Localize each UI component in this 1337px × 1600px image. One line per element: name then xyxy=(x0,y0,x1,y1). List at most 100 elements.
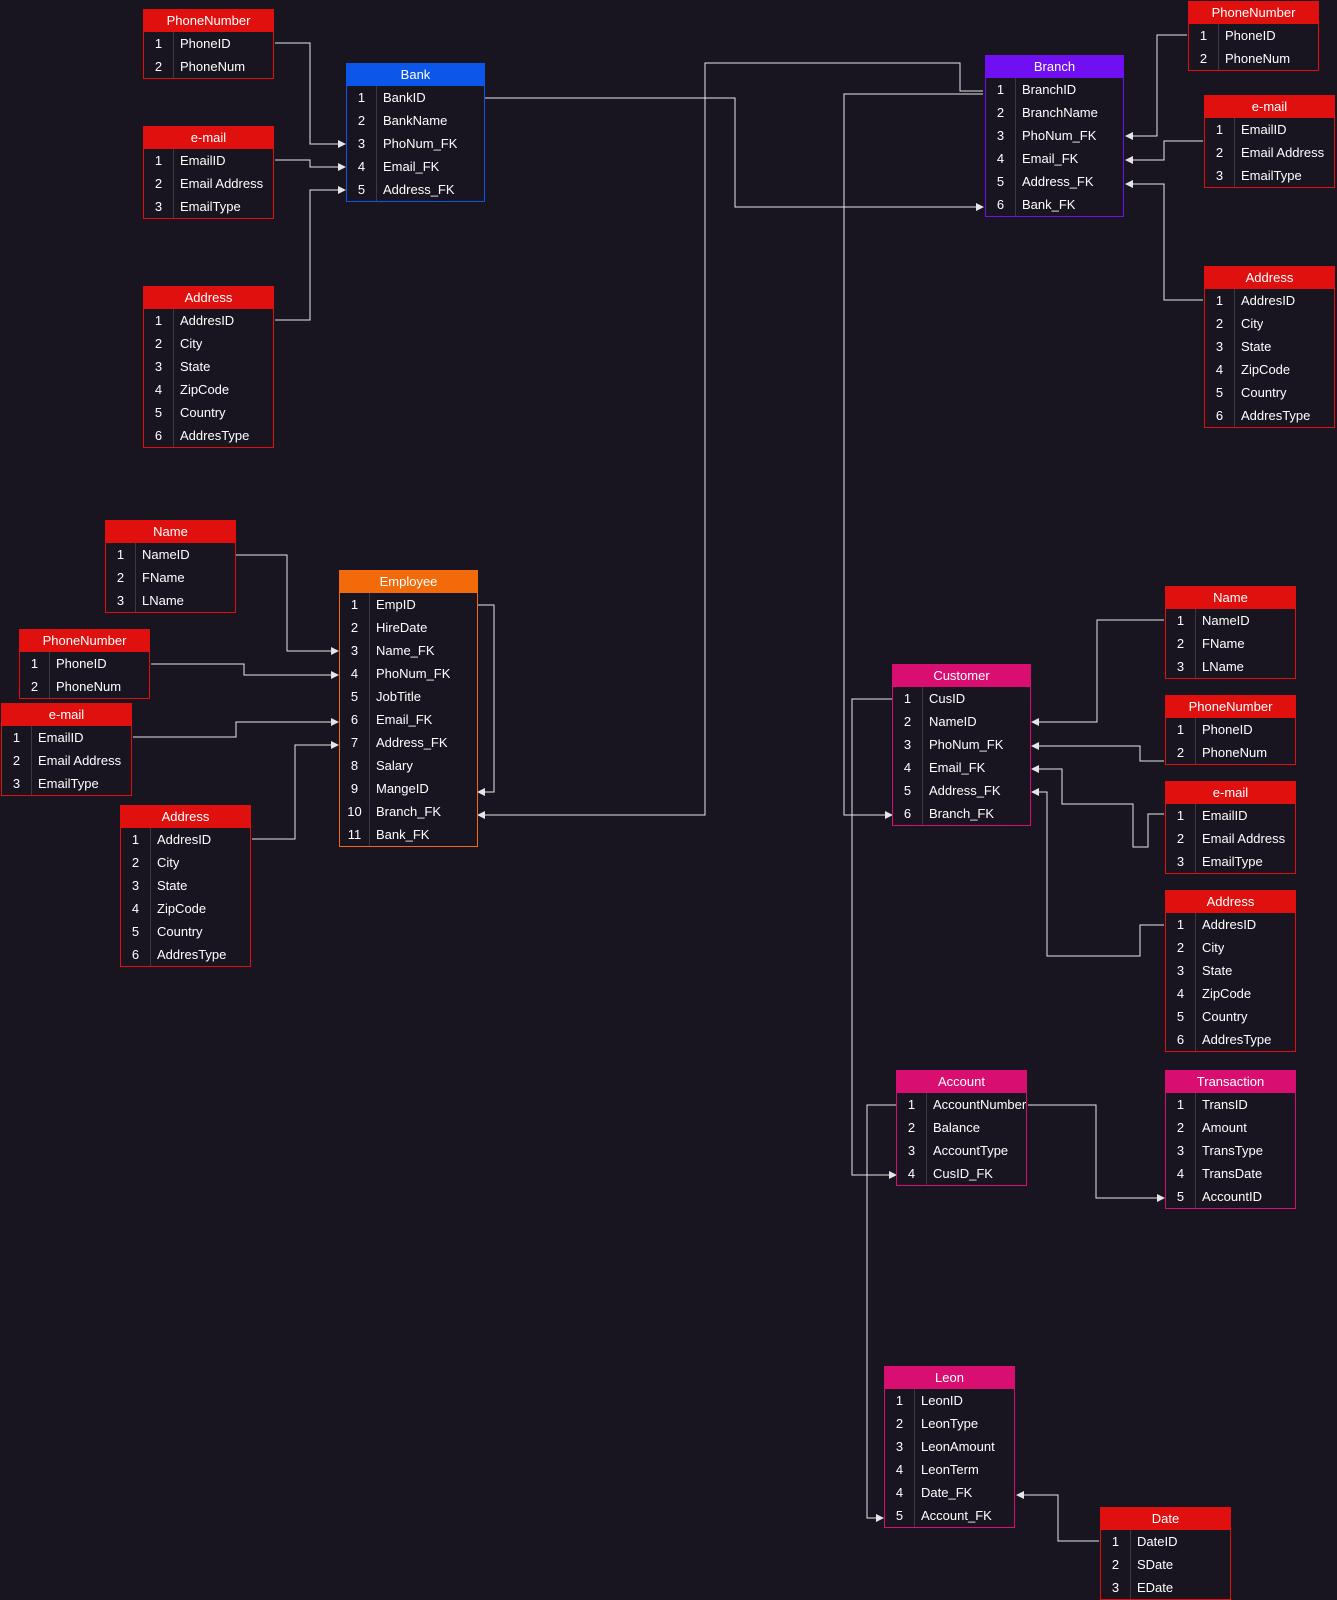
table-title: Address xyxy=(120,805,251,828)
row-number: 4 xyxy=(340,662,370,685)
row-number: 2 xyxy=(144,172,174,195)
field-name: EmailType xyxy=(1202,854,1263,869)
table-title: e-mail xyxy=(1204,95,1335,118)
field-name: Email Address xyxy=(38,753,122,768)
field-name: JobTitle xyxy=(376,689,422,704)
field-name: EmailID xyxy=(1202,808,1248,823)
table-title: Address xyxy=(143,286,274,309)
field-name: CusID_FK xyxy=(933,1166,993,1181)
field-name: BranchName xyxy=(1022,105,1098,120)
field-name: LName xyxy=(142,593,184,608)
field-name: CusID xyxy=(929,691,966,706)
row-number: 3 xyxy=(121,874,151,897)
field-name: AddresID xyxy=(1241,293,1296,308)
field-name: Bank_FK xyxy=(376,827,430,842)
field-name: Country xyxy=(180,405,226,420)
link-cust-email xyxy=(1031,765,1164,848)
field-name: Branch_FK xyxy=(376,804,442,819)
field-name: Name_FK xyxy=(376,643,435,658)
row-number: 3 xyxy=(347,132,377,155)
row-number: 4 xyxy=(1205,358,1235,381)
table-row: 1 EmailID xyxy=(1166,804,1295,827)
field-name: EmailType xyxy=(180,199,241,214)
field-name: ZipCode xyxy=(1241,362,1291,377)
field-name: Address_FK xyxy=(1022,174,1094,189)
link-branch-address xyxy=(1125,180,1203,301)
row-number: 2 xyxy=(1166,741,1196,764)
row-number: 3 xyxy=(897,1139,927,1162)
table-row: 5 Country xyxy=(144,401,273,424)
row-number: 5 xyxy=(144,401,174,424)
field-name: Amount xyxy=(1202,1120,1247,1135)
field-name: City xyxy=(157,855,180,870)
table-title: PhoneNumber xyxy=(143,9,274,32)
table-row: 5 Address_FK xyxy=(986,170,1123,193)
field-name: AddresID xyxy=(157,832,212,847)
row-number: 1 xyxy=(1166,804,1196,827)
row-number: 5 xyxy=(986,170,1016,193)
field-name: PhoneID xyxy=(56,656,107,671)
field-name: Email_FK xyxy=(1022,151,1079,166)
row-number: 1 xyxy=(106,543,136,566)
link-branch-employee xyxy=(477,62,983,819)
row-number: 1 xyxy=(1166,1093,1196,1116)
field-name: HireDate xyxy=(376,620,428,635)
table-title: e-mail xyxy=(143,126,274,149)
link-cust-name xyxy=(1031,619,1164,726)
link-emp-name xyxy=(236,554,339,655)
field-name: ZipCode xyxy=(180,382,230,397)
field-name: Country xyxy=(1202,1009,1248,1024)
row-number: 4 xyxy=(1166,1162,1196,1185)
link-bank-email xyxy=(275,159,346,171)
link-emp-manager xyxy=(477,604,495,796)
row-number: 4 xyxy=(885,1481,915,1504)
table-title: Leon xyxy=(884,1366,1015,1389)
row-number: 9 xyxy=(340,777,370,800)
field-name: AddresType xyxy=(1241,408,1311,423)
row-number: 3 xyxy=(1166,655,1196,678)
row-number: 3 xyxy=(1101,1576,1131,1599)
row-number: 1 xyxy=(1166,913,1196,936)
row-number: 1 xyxy=(144,32,174,55)
link-cust-account xyxy=(851,698,897,1179)
field-name: City xyxy=(180,336,203,351)
row-number: 6 xyxy=(986,193,1016,216)
field-name: Email Address xyxy=(180,176,264,191)
field-name: Balance xyxy=(933,1120,980,1135)
table-row: 4 ZipCode xyxy=(1205,358,1334,381)
field-name: ZipCode xyxy=(1202,986,1252,1001)
row-number: 5 xyxy=(885,1504,915,1527)
field-name: TransDate xyxy=(1202,1166,1263,1181)
table-title: Customer xyxy=(892,664,1031,687)
row-number: 1 xyxy=(897,1093,927,1116)
